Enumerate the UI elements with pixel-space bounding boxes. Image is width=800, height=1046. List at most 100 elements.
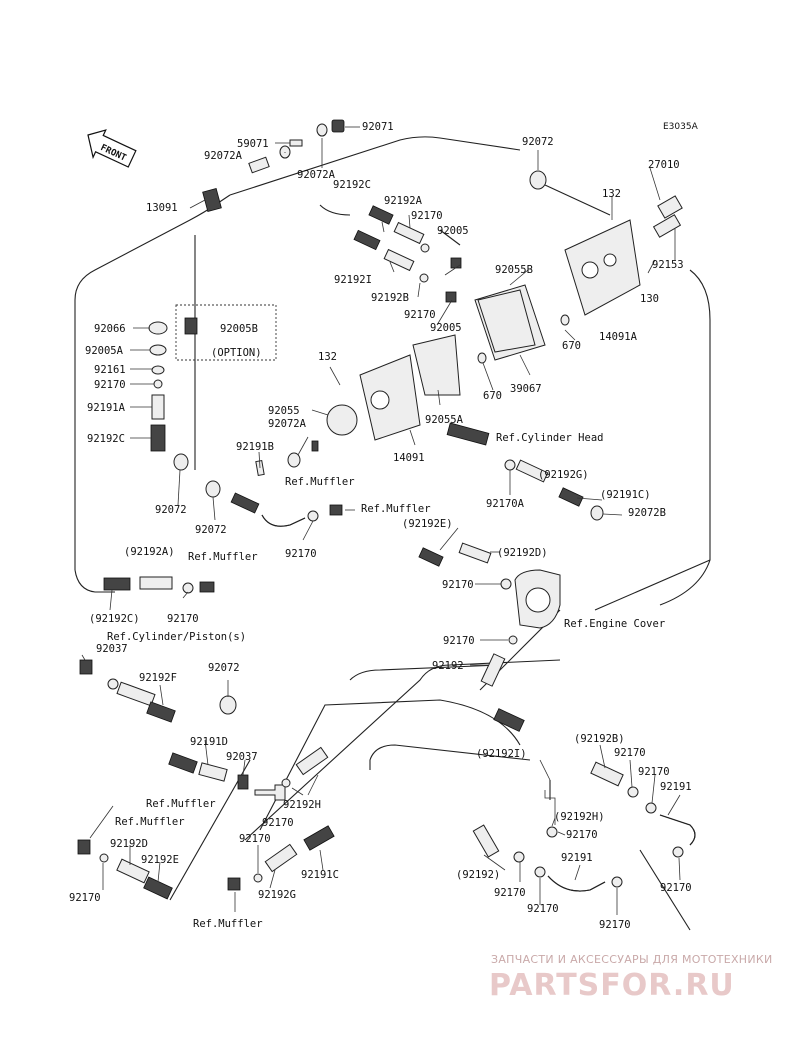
spring-92192I-top [353,229,381,251]
label-92153: 92153 [652,259,684,271]
label-92071: 92071 [362,121,394,133]
label-92192e: 92192E [141,854,179,866]
label-92192a-top: 92192A [384,195,423,207]
label-92170-h: 92170 [614,747,646,759]
label-92192-paren: (92192) [456,869,500,881]
clip-92170-h [627,786,639,798]
spring-92191C-upper [558,487,584,507]
spring-92192C-paren [103,577,131,591]
label-92072a-top: 92072A [204,150,243,162]
clip-92170-i [645,802,657,814]
clip-92170-l [99,853,109,863]
plug-92071 [331,119,345,133]
hose-92192G-upper [515,459,549,483]
tee-fitting [446,422,490,446]
muffler-stub [311,440,319,452]
label-92055b: 92055B [495,264,533,276]
fitting-92037-b [237,774,249,790]
hose-92192D [116,858,150,884]
hose-92192D-paren [458,542,492,564]
ref-cylinder-piston: Ref.Cylinder/Piston(s) [107,631,246,643]
label-92072a-mid: 92072A [268,418,307,430]
oring-670-b [477,352,487,364]
spring-92192E-paren [418,547,444,567]
label-132-top: 132 [602,188,621,200]
spring-92191C [303,825,335,851]
label-92192-mid: 92192 [432,660,464,672]
bolt-92005-top [450,257,462,269]
spring-92192C-top [368,205,394,225]
label-92170-o: 92170 [494,887,526,899]
label-92192i-top: 92192I [334,274,372,286]
label-92192a-paren: (92192A) [124,546,175,558]
hose-92191-r [659,814,696,846]
hose-92192A-top [393,221,425,245]
tee-lower [254,784,286,801]
label-92192d: 92192D [110,838,148,850]
label-92192h-paren: (92192H) [554,811,605,823]
ref-engine-cover: Ref.Engine Cover [564,618,665,630]
oring-670-a [560,314,570,326]
ring-92072-l1 [173,453,189,471]
engine-cover-hole [525,587,551,613]
label-92192b-top: 92192B [371,292,409,304]
label-132-mid: 132 [318,351,337,363]
label-92192i-paren: (92192I) [476,748,527,760]
label-130: 130 [640,293,659,305]
label-92170-g: 92170 [443,635,475,647]
bolt-92005-b [445,291,457,303]
muffler-fitting-a [329,504,343,516]
short-hose-top [248,156,270,174]
label-92170-e: 92170 [442,579,474,591]
cap-92066 [148,321,168,335]
hose-92192H-paren [544,790,556,825]
label-92170-q: 92170 [599,919,631,931]
label-92170-n: 92170 [69,892,101,904]
option-box [175,304,277,361]
watermark-brand: PARTSFOR.RU [489,968,735,1003]
ring-92072B [590,505,604,521]
cover-hole-b [603,253,617,267]
label-92005-b: 92005 [430,322,462,334]
label-14091: 14091 [393,452,425,464]
muffler-fitting-b [199,581,215,593]
label-92192b-paren: (92192B) [574,733,625,745]
ref-muffler-6: Ref.Muffler [193,918,263,930]
label-92037-b: 92037 [226,751,258,763]
clip-92170-k [253,873,263,883]
clip-92170-j [672,846,684,858]
leader-lines [81,126,681,915]
spring-upper-mid [230,492,260,514]
label-92170-j: 92170 [262,817,294,829]
clip-92170-c [153,379,163,389]
label-92072-l1: 92072 [155,504,187,516]
label-92072-l2: 92072 [195,524,227,536]
outline-paths [74,136,711,931]
label-92161: 92161 [94,364,126,376]
hose-92191D [198,762,228,782]
label-39067: 39067 [510,383,542,395]
bolt-92005B [184,317,198,335]
label-92055: 92055 [268,405,300,417]
clip-left-a [107,678,119,690]
label-27010: 27010 [648,159,680,171]
label-92072-mid: 92072 [208,662,240,674]
hose-left-a [116,681,156,707]
ring-92072-l2 [205,480,221,498]
ref-muffler-3: Ref.Muffler [188,551,258,563]
label-92192f: 92192F [139,672,177,684]
label-92192h: 92192H [283,799,321,811]
clip-92170-b [419,273,429,283]
clip-92170-a [420,243,430,253]
label-92170a: 92170A [486,498,525,510]
label-92192g: 92192G [258,889,296,901]
parts [77,119,696,900]
ref-muffler-2: Ref.Muffler [361,503,431,515]
label-670-b: 670 [483,390,502,402]
ref-muffler-1: Ref.Muffler [285,476,355,488]
label-92191c: 92191C [301,869,339,881]
spring-92192E [143,876,173,900]
clip-92170-f [182,582,194,594]
label-92072a-2: 92072A [297,169,336,181]
